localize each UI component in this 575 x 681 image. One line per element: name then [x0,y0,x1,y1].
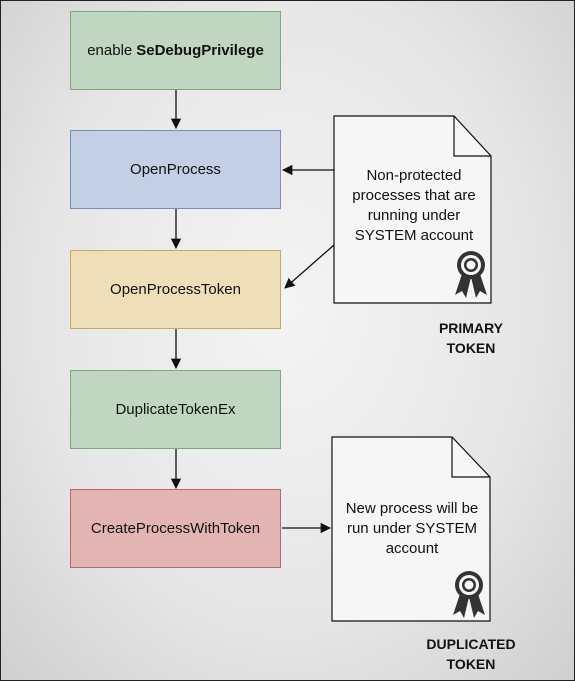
certificate-seal-icon [455,251,487,298]
step-open-process-token-label: OpenProcessToken [110,281,241,298]
step-create-process: CreateProcessWithToken [70,489,281,568]
step-enable-privilege-name: SeDebugPrivilege [136,42,264,59]
primary-document-line: SYSTEM account [354,227,474,244]
arrow-primary-doc-to-token [284,244,335,289]
primary-token-label-line: TOKEN [446,340,496,356]
primary-token-label: PRIMARY TOKEN [411,318,531,358]
step-open-process-label: OpenProcess [130,161,221,178]
primary-token-document [333,115,492,304]
duplicated-token-document [331,436,491,622]
step-enable-privilege: enable SeDebugPrivilege [70,11,281,90]
step-duplicate-token: DuplicateTokenEx [70,370,281,449]
primary-document-line: running under [367,207,461,224]
primary-document-line: processes that are [352,187,476,204]
step-duplicate-token-label: DuplicateTokenEx [115,401,236,418]
certificate-seal-icon [453,571,485,618]
primary-document-text: Non-protected processes that are running… [339,166,489,246]
primary-token-label-line: PRIMARY [438,320,504,336]
step-create-process-label: CreateProcessWithToken [90,520,261,537]
duplicated-document-line: New process will be [345,500,479,517]
duplicated-token-label-line: DUPLICATED [426,636,516,652]
duplicated-document-text: New process will be run under SYSTEM acc… [337,499,487,559]
step-open-process-token: OpenProcessToken [70,250,281,329]
duplicated-token-label-line: TOKEN [446,656,496,672]
duplicated-token-label: DUPLICATED TOKEN [401,634,541,674]
duplicated-document-line: run under SYSTEM [346,520,478,537]
step-enable-prefix: enable [87,42,133,59]
primary-document-line: Non-protected [366,167,462,184]
duplicated-document-line: account [385,540,439,557]
step-open-process: OpenProcess [70,130,281,209]
